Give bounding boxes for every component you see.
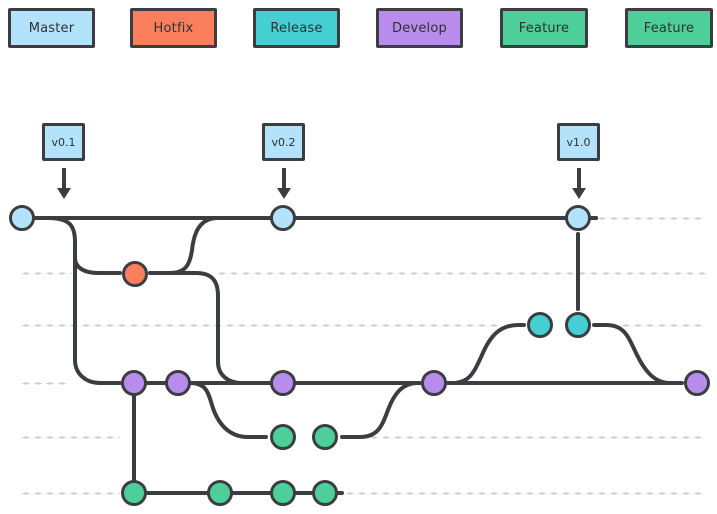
- edge-release-merge-develop: [592, 323, 672, 385]
- lane-guide-feature-b: [20, 492, 120, 495]
- lane-guide-master: [596, 217, 706, 220]
- legend-item-label: Release: [270, 20, 323, 36]
- lane-guide-develop: [20, 382, 66, 385]
- commit-featureb-1[interactable]: [121, 480, 147, 506]
- lane-guide-hotfix: [20, 272, 72, 275]
- legend-item-feature-5[interactable]: Feature: [625, 8, 713, 48]
- commit-develop-4[interactable]: [421, 370, 447, 396]
- version-tag-label: v0.1: [51, 135, 76, 149]
- legend-item-master-0[interactable]: Master: [8, 8, 95, 48]
- legend-item-label: Develop: [392, 20, 447, 36]
- legend-item-label: Feature: [518, 20, 570, 36]
- version-tag-label: v1.0: [566, 135, 591, 149]
- version-tag-v0.1[interactable]: v0.1: [42, 123, 85, 161]
- lane-guide-release: [20, 324, 500, 327]
- commit-release-2[interactable]: [565, 312, 591, 338]
- edge-master-to-hotfix-branch: [46, 216, 122, 275]
- edge-develop-to-release: [450, 323, 526, 385]
- tag-arrow-down-icon: [277, 168, 291, 200]
- legend-item-feature-4[interactable]: Feature: [500, 8, 588, 48]
- commit-featureb-3[interactable]: [270, 480, 296, 506]
- version-tag-label: v0.2: [271, 135, 296, 149]
- commit-release-1[interactable]: [527, 312, 553, 338]
- lane-guide-hotfix: [216, 272, 706, 275]
- commit-featureb-2[interactable]: [207, 480, 233, 506]
- lane-guide-feature-a: [20, 436, 120, 439]
- commit-master-1[interactable]: [9, 205, 35, 231]
- legend-item-label: Master: [28, 20, 75, 36]
- legend-item-label: Hotfix: [153, 20, 194, 36]
- commit-featurea-2[interactable]: [312, 424, 338, 450]
- lane-guide-feature-a: [344, 436, 706, 439]
- commit-develop-2[interactable]: [165, 370, 191, 396]
- commit-master-3[interactable]: [565, 205, 591, 231]
- lane-guide-feature-b: [344, 492, 706, 495]
- version-tag-v1.0[interactable]: v1.0: [557, 123, 600, 161]
- legend-item-label: Feature: [643, 20, 695, 36]
- version-tag-v0.2[interactable]: v0.2: [262, 123, 305, 161]
- lane-guide-release: [608, 324, 706, 327]
- edge-develop-to-featurea: [188, 381, 268, 439]
- legend-item-release-2[interactable]: Release: [253, 8, 340, 48]
- tag-arrow-down-icon: [572, 168, 586, 200]
- commit-develop-3[interactable]: [270, 370, 296, 396]
- commit-develop-1[interactable]: [121, 370, 147, 396]
- legend-item-hotfix-1[interactable]: Hotfix: [130, 8, 217, 48]
- tag-arrow-down-icon: [57, 168, 71, 200]
- branch-legend: Master Hotfix Release Develop Feature Feature: [0, 0, 717, 60]
- edge-hotfix-to-develop: [148, 271, 268, 385]
- commit-hotfix-1[interactable]: [122, 261, 148, 287]
- commit-featurea-1[interactable]: [270, 424, 296, 450]
- commit-develop-5[interactable]: [684, 370, 710, 396]
- commit-master-2[interactable]: [270, 205, 296, 231]
- commit-featureb-4[interactable]: [312, 480, 338, 506]
- edge-master-trunk-down-develop: [73, 240, 122, 385]
- edge-featurea-merge-develop: [340, 381, 420, 439]
- edge-hotfix-merge-to-master: [148, 216, 220, 275]
- legend-item-develop-3[interactable]: Develop: [376, 8, 463, 48]
